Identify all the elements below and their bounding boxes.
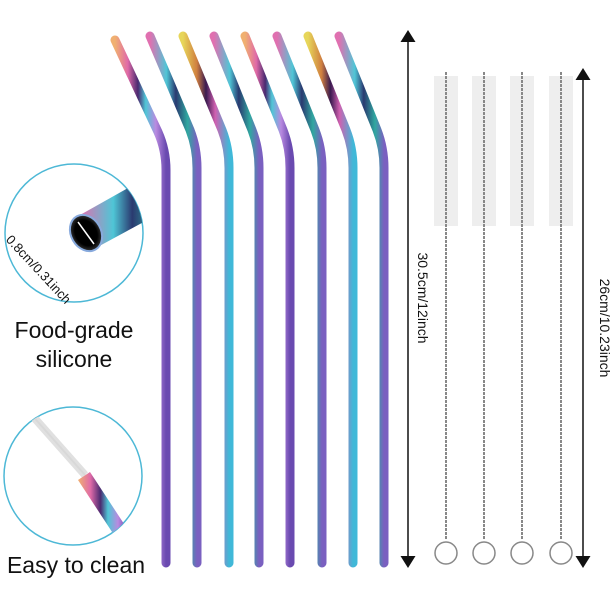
straw [110, 35, 171, 568]
straw [178, 31, 234, 568]
cleaning-callout [3, 406, 143, 546]
straw [303, 31, 358, 568]
cleaning-brush [434, 72, 458, 565]
easy-to-clean-caption: Easy to clean [6, 552, 146, 578]
straw [334, 31, 389, 568]
brush-length-label: 26cm/10.23inch [597, 278, 611, 378]
straw-length-label: 30.5cm/12inch [415, 252, 431, 344]
straw [145, 31, 202, 568]
brush-group [434, 72, 573, 565]
straw [209, 31, 264, 568]
diameter-callout [4, 163, 144, 303]
cleaning-brush [510, 72, 534, 565]
food-grade-caption: Food-grade silicone [0, 316, 148, 374]
straw [272, 31, 327, 568]
cleaning-brush [472, 72, 496, 565]
cleaning-brush [549, 72, 573, 565]
caption-line-2: silicone [35, 346, 113, 372]
straw-group [110, 31, 389, 568]
caption-line-1: Food-grade [14, 317, 134, 343]
straw [240, 31, 295, 568]
